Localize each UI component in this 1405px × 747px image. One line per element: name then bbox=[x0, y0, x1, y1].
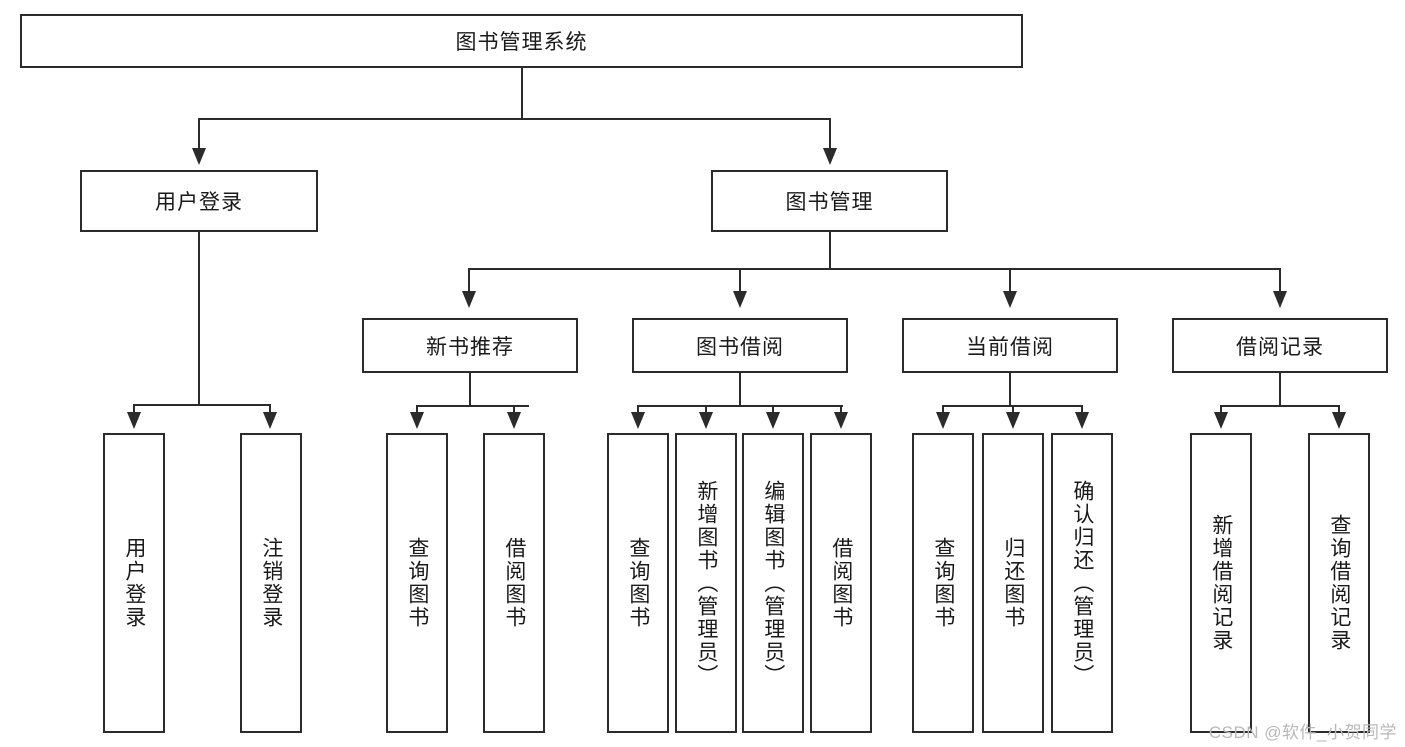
leaf-br-add-record[interactable]: 新增借阅记录 bbox=[1190, 433, 1252, 733]
leaf-bb-edit-book-admin[interactable]: 编辑图书（管理员） bbox=[742, 433, 804, 733]
arrowhead-user-login bbox=[192, 148, 206, 165]
node-label: 新增借阅记录 bbox=[1209, 514, 1233, 652]
arrowhead-nb-borrow-book bbox=[507, 412, 521, 429]
connector-borrow-record-stem bbox=[1279, 373, 1281, 407]
node-label: 借阅图书 bbox=[502, 537, 526, 629]
leaf-user-login[interactable]: 用户登录 bbox=[103, 433, 165, 733]
connector-user-login-bus bbox=[133, 404, 271, 406]
node-label: 新书推荐 bbox=[426, 335, 514, 359]
leaf-nb-query-book[interactable]: 查询图书 bbox=[386, 433, 448, 733]
node-label: 借阅记录 bbox=[1236, 335, 1324, 359]
node-label: 查询图书 bbox=[405, 537, 429, 629]
arrowhead-br-add-record bbox=[1214, 412, 1228, 429]
connector-book-borrow-bus bbox=[637, 405, 843, 407]
connector-user-login-branch-1 bbox=[133, 404, 135, 416]
connector-bb-branch-1 bbox=[637, 405, 639, 416]
leaf-cb-return-book[interactable]: 归还图书 bbox=[982, 433, 1044, 733]
connector-cb-branch-1 bbox=[942, 405, 944, 416]
node-new-book-recommend[interactable]: 新书推荐 bbox=[362, 318, 578, 373]
arrowhead-cb-confirm-return bbox=[1075, 412, 1089, 429]
connector-level3-bus bbox=[468, 268, 1280, 270]
arrowhead-br-query-record bbox=[1332, 412, 1346, 429]
connector-cb-branch-3 bbox=[1081, 405, 1083, 416]
arrowhead-book-borrow bbox=[733, 291, 747, 308]
leaf-br-query-record[interactable]: 查询借阅记录 bbox=[1308, 433, 1370, 733]
arrowhead-bb-borrow-book bbox=[834, 412, 848, 429]
leaf-cb-confirm-return-admin[interactable]: 确认归还（管理员） bbox=[1051, 433, 1113, 733]
connector-current-borrow-stem bbox=[1009, 373, 1011, 407]
connector-user-login-branch-2 bbox=[269, 404, 271, 416]
node-label: 编辑图书（管理员） bbox=[761, 479, 785, 687]
leaf-bb-borrow-book[interactable]: 借阅图书 bbox=[810, 433, 872, 733]
connector-level3-branch-4 bbox=[1279, 268, 1281, 294]
arrowhead-leaf-logout bbox=[263, 412, 277, 429]
node-label: 当前借阅 bbox=[966, 335, 1054, 359]
node-borrow-record[interactable]: 借阅记录 bbox=[1172, 318, 1388, 373]
connector-level3-branch-1 bbox=[468, 268, 470, 294]
arrowhead-bb-add-book bbox=[699, 412, 713, 429]
node-book-management[interactable]: 图书管理 bbox=[711, 170, 948, 232]
leaf-bb-query-book[interactable]: 查询图书 bbox=[607, 433, 669, 733]
node-label: 确认归还（管理员） bbox=[1070, 479, 1094, 687]
connector-br-branch-1 bbox=[1220, 405, 1222, 416]
connector-cb-branch-2 bbox=[1012, 405, 1014, 416]
connector-br-branch-2 bbox=[1338, 405, 1340, 416]
node-label: 归还图书 bbox=[1001, 537, 1025, 629]
connector-to-book-manage bbox=[829, 118, 831, 150]
node-label: 查询图书 bbox=[626, 537, 650, 629]
connector-root-stem bbox=[521, 68, 523, 120]
leaf-cb-query-book[interactable]: 查询图书 bbox=[912, 433, 974, 733]
arrowhead-borrow-record bbox=[1273, 291, 1287, 308]
node-label: 图书借阅 bbox=[696, 335, 784, 359]
node-label: 用户登录 bbox=[122, 537, 146, 629]
connector-book-manage-stem bbox=[829, 232, 831, 270]
connector-bb-branch-3 bbox=[772, 405, 774, 416]
node-label: 注销登录 bbox=[259, 537, 283, 629]
connector-borrow-record-bus bbox=[1220, 405, 1339, 407]
leaf-nb-borrow-book[interactable]: 借阅图书 bbox=[483, 433, 545, 733]
arrowhead-book-manage bbox=[823, 148, 837, 165]
connector-level3-branch-3 bbox=[1009, 268, 1011, 294]
connector-to-user-login bbox=[198, 118, 200, 150]
arrowhead-cb-query-book bbox=[936, 412, 950, 429]
arrowhead-current-borrow bbox=[1003, 291, 1017, 308]
connector-bb-branch-2 bbox=[705, 405, 707, 416]
arrowhead-leaf-user-login bbox=[127, 412, 141, 429]
connector-bb-branch-4 bbox=[840, 405, 842, 416]
node-label: 查询图书 bbox=[931, 537, 955, 629]
connector-level3-branch-2 bbox=[739, 268, 741, 294]
arrowhead-nb-query-book bbox=[410, 412, 424, 429]
node-label: 查询借阅记录 bbox=[1327, 514, 1351, 652]
arrowhead-new-book-rec bbox=[462, 291, 476, 308]
arrowhead-bb-edit-book bbox=[766, 412, 780, 429]
leaf-logout[interactable]: 注销登录 bbox=[240, 433, 302, 733]
node-label: 用户登录 bbox=[155, 191, 243, 214]
node-label: 借阅图书 bbox=[829, 537, 853, 629]
leaf-bb-add-book-admin[interactable]: 新增图书（管理员） bbox=[675, 433, 737, 733]
node-label: 图书管理 bbox=[785, 191, 874, 214]
connector-new-book-branch-2 bbox=[513, 405, 515, 416]
connector-book-borrow-stem bbox=[739, 373, 741, 407]
node-current-borrow[interactable]: 当前借阅 bbox=[902, 318, 1118, 373]
connector-new-book-branch-1 bbox=[416, 405, 418, 416]
connector-user-login-stem bbox=[198, 232, 200, 406]
node-label: 新增图书（管理员） bbox=[694, 479, 718, 687]
node-label: 图书管理系统 bbox=[455, 31, 588, 54]
arrowhead-cb-return-book bbox=[1006, 412, 1020, 429]
connector-new-book-stem bbox=[469, 373, 471, 407]
connector-level2-bus bbox=[198, 118, 831, 120]
node-user-login[interactable]: 用户登录 bbox=[80, 170, 318, 232]
node-root-system[interactable]: 图书管理系统 bbox=[20, 14, 1023, 68]
arrowhead-bb-query-book bbox=[631, 412, 645, 429]
connector-new-book-bus bbox=[416, 405, 529, 407]
node-book-borrow[interactable]: 图书借阅 bbox=[632, 318, 848, 373]
